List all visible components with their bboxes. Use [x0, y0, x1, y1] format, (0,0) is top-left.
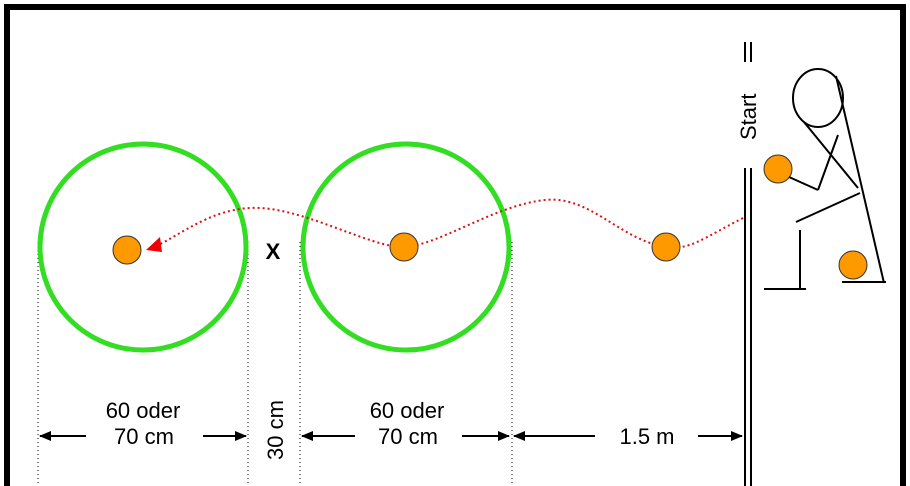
start-line [744, 42, 752, 486]
dim2-label-line1: 60 oder [370, 398, 445, 423]
thrower-figure-icon [764, 68, 886, 290]
field-frame [4, 4, 906, 486]
target-ring-1 [37, 141, 249, 353]
dim-gap-label: 30 cm [263, 400, 288, 460]
guide-lines [37, 242, 513, 486]
throw-path-arrowhead [146, 237, 162, 252]
dim2-label-line2: 70 cm [378, 424, 438, 449]
target-ring-2 [300, 141, 512, 353]
thrower-upper-arm [817, 134, 839, 191]
dim1-label-line2: 70 cm [114, 424, 174, 449]
ball-icon [112, 235, 142, 265]
thrower-body [835, 75, 885, 284]
dim1-label-line1: 60 oder [106, 398, 181, 423]
ball-icon [838, 250, 868, 280]
thrower-forearm [788, 176, 819, 191]
ball-icon [763, 154, 793, 184]
dim-distance-label: 1.5 m [619, 424, 674, 449]
ball-icon [651, 232, 681, 262]
thrower-head [792, 68, 844, 128]
marker-x: X [266, 239, 281, 264]
thrower-thigh [795, 192, 861, 223]
ball-icon [389, 232, 419, 262]
start-label: Start [736, 94, 761, 140]
throw-path [157, 198, 744, 249]
